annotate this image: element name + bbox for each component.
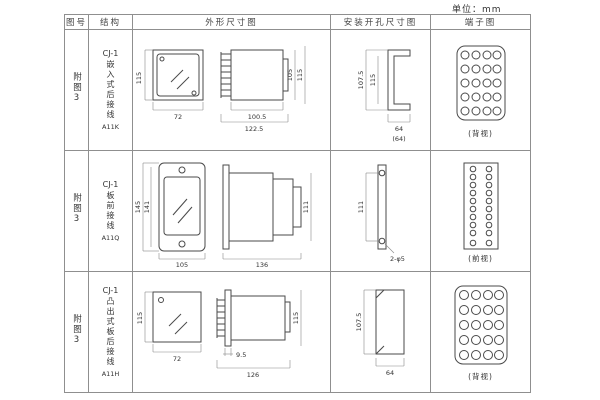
header-row: 图号 结构 外形尺寸图 安装开孔尺寸图 端子图	[64, 14, 531, 30]
spec-table: 图号 结构 外形尺寸图 安装开孔尺寸图 端子图 附图3 CJ-1 嵌入式后接线 …	[64, 14, 531, 393]
terminal-block	[463, 162, 498, 249]
dim-label-h1: 115	[136, 312, 144, 324]
model-label: CJ-1	[102, 286, 119, 295]
model-label: CJ-1	[102, 180, 119, 189]
structure-desc: 凸出式板后接线	[106, 297, 115, 367]
fig-no-label: 附图3	[71, 314, 82, 347]
install-drawing-a11q: 111 2-φ5	[357, 164, 405, 263]
cutout-profile	[375, 289, 404, 355]
model-code: A11K	[102, 123, 119, 131]
cutout-profile	[387, 49, 410, 111]
outline-cell: 115 72 9.5 126 115	[132, 271, 331, 393]
outline-drawing-a11h: 115 72 9.5 126 115	[136, 289, 302, 379]
terminal-block	[456, 45, 505, 120]
structure-cell: CJ-1 嵌入式后接线 A11K	[88, 29, 133, 151]
dimension-lines	[363, 289, 404, 367]
dim-label-w3: 126	[247, 371, 259, 379]
side-view	[220, 49, 289, 101]
unit-label: 单位：mm	[452, 5, 502, 15]
outline-cell: 115 72 100.5 122.5 105 115	[132, 29, 331, 151]
dimension-lines	[144, 290, 302, 369]
col-header-outline: 外形尺寸图	[132, 14, 331, 30]
dim-label-side2: 115	[296, 69, 304, 81]
terminal-drawing-a11h	[454, 285, 507, 364]
install-cell: 107.5 64	[330, 271, 431, 393]
dim-label-w1: 72	[173, 355, 181, 363]
terminal-cell: (背视)	[430, 271, 531, 393]
structure-desc: 嵌入式后接线	[106, 60, 115, 120]
dim-label-v1: 111	[357, 201, 365, 213]
dim-label-s1: 115	[292, 312, 300, 324]
dim-label-total: 122.5	[245, 125, 264, 133]
fig-no-label: 附图3	[71, 72, 82, 105]
install-cell: 107.5 115 64 (64)	[330, 29, 431, 151]
dimension-lines	[365, 49, 410, 123]
hole-spec-label: 2-φ5	[390, 255, 405, 263]
fig-no-label: 附图3	[71, 193, 82, 226]
dim-label-w1: 105	[176, 261, 188, 269]
dim-label-b2: (64)	[392, 135, 405, 143]
dim-label-width: 72	[174, 113, 182, 121]
table-row-a11h: 附图3 CJ-1 凸出式板后接线 A11H	[64, 271, 531, 393]
front-view	[152, 49, 204, 101]
terminal-view-caption: (背视)	[468, 371, 493, 381]
install-drawing-a11h: 107.5 64	[355, 289, 404, 377]
install-cell: 111 2-φ5	[330, 150, 431, 272]
fig-no-cell: 附图3	[64, 271, 89, 393]
outline-cell: 145 141 105 136 111	[132, 150, 331, 272]
table-row-a11q: 附图3 CJ-1 板前接线 A11Q	[64, 150, 531, 272]
dim-label-s1: 111	[302, 201, 310, 213]
front-view	[158, 162, 206, 252]
dim-label-v1: 107.5	[357, 71, 365, 90]
dimension-lines	[142, 162, 312, 260]
model-code: A11H	[101, 370, 120, 378]
structure-desc: 板前接线	[106, 191, 115, 231]
col-header-terminal: 端子图	[430, 14, 531, 30]
dim-label-h2: 141	[143, 201, 151, 213]
outline-drawing-a11q: 145 141 105 136 111	[134, 162, 312, 269]
outline-drawing-a11k: 115 72 100.5 122.5 105 115	[135, 46, 306, 133]
fig-no-cell: 附图3	[64, 150, 89, 272]
terminal-drawing-a11k	[456, 45, 505, 120]
dim-label-v2: 115	[369, 74, 377, 86]
terminal-cell: (前视)	[430, 150, 531, 272]
terminal-view-caption: (前视)	[468, 253, 493, 263]
col-header-structure: 结构	[88, 14, 133, 30]
dimension-lines	[365, 172, 394, 254]
fig-no-cell: 附图3	[64, 29, 89, 151]
dimension-lines	[144, 46, 306, 123]
structure-cell: CJ-1 凸出式板后接线 A11H	[88, 271, 133, 393]
table-row-a11k: 附图3 CJ-1 嵌入式后接线 A11K	[64, 29, 531, 151]
dim-label-body: 100.5	[248, 113, 267, 121]
dim-label-h1: 145	[134, 201, 142, 213]
dim-label-side1: 105	[286, 69, 294, 81]
dim-label-b1: 64	[394, 125, 402, 133]
terminal-block	[454, 285, 507, 364]
side-view	[222, 164, 302, 250]
col-header-fig-no: 图号	[64, 14, 89, 30]
structure-cell: CJ-1 板前接线 A11Q	[88, 150, 133, 272]
col-header-install: 安装开孔尺寸图	[330, 14, 431, 30]
front-view	[152, 291, 202, 343]
terminal-drawing-a11q	[463, 162, 498, 249]
dim-label-w2: 9.5	[236, 351, 246, 359]
terminal-view-caption: (背视)	[468, 128, 493, 138]
side-view	[216, 289, 291, 347]
dim-label-w2: 136	[256, 261, 268, 269]
dim-label-b1: 64	[385, 369, 393, 377]
mounting-strip	[377, 164, 386, 250]
dim-label-v1: 107.5	[355, 313, 363, 332]
model-label: CJ-1	[102, 49, 119, 58]
terminal-cell: (背视)	[430, 29, 531, 151]
dim-label-height: 115	[135, 72, 143, 84]
model-code: A11Q	[101, 234, 120, 242]
install-drawing-a11k: 107.5 115 64 (64)	[357, 49, 410, 143]
